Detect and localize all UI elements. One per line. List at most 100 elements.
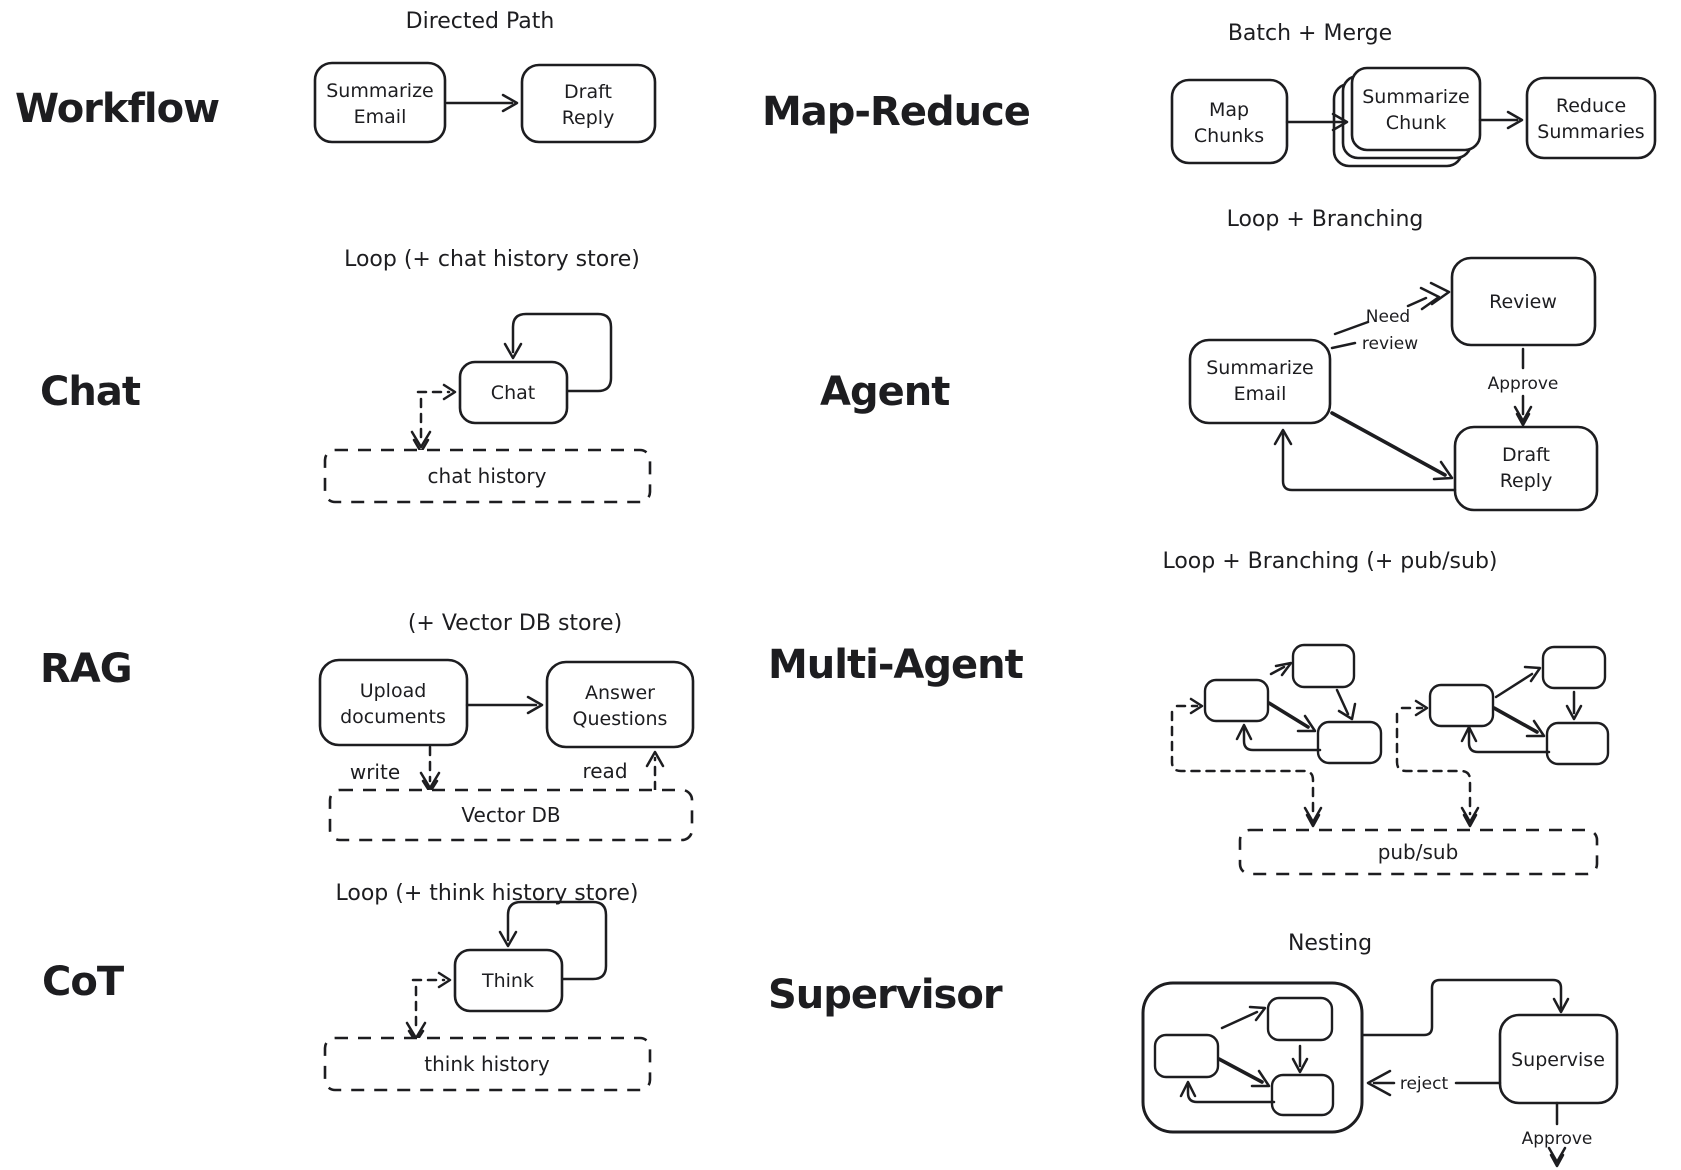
node-upload-documents-label: documents [340, 706, 446, 728]
arrowhead-icon [498, 930, 518, 948]
node-reduce-summaries [1525, 76, 1657, 160]
section-agent: Agent Loop + Branching Review Summarize … [820, 207, 1599, 512]
node-answer-questions-label: Questions [573, 708, 668, 730]
arrowhead-icon [1419, 286, 1441, 311]
section-workflow: Workflow Directed Path Summarize Email D… [15, 9, 657, 144]
edge-need-review [1406, 296, 1428, 308]
mini-loop-edge [1186, 1084, 1276, 1104]
arrowhead-icon [1515, 412, 1531, 427]
arrowhead-icon [1523, 665, 1542, 683]
mini-node [1316, 720, 1383, 765]
node-draft-reply-label: Reply [562, 107, 615, 129]
arrowhead-icon [1337, 702, 1357, 721]
arrowhead-icon [1179, 1080, 1197, 1098]
arrowhead-icon [1460, 806, 1480, 824]
mini-edge [1492, 706, 1539, 734]
node-summarize-email-label: Email [1234, 383, 1287, 405]
arrowhead-icon [503, 342, 523, 360]
workflow-pattern-title: Directed Path [406, 9, 555, 34]
node-summarize-chunk-label: Summarize [1362, 86, 1470, 108]
node-answer-questions-label: Answer [585, 682, 655, 704]
node-supervise-label: Supervise [1511, 1049, 1605, 1071]
node-upload-documents-label: Upload [360, 680, 427, 702]
arrowhead-icon [1273, 428, 1293, 446]
mini-node [1270, 1073, 1335, 1117]
arrowhead-icon [1565, 704, 1583, 721]
arrowhead-icon [437, 971, 452, 989]
edge-approve-label: Approve [1488, 374, 1559, 394]
section-cot: CoT Loop (+ think history store) Think t… [42, 881, 652, 1092]
arrowhead-icon [442, 383, 457, 401]
node-think-label: Think [481, 970, 534, 992]
mini-edge [1269, 665, 1286, 676]
node-draft-reply-label: Draft [564, 81, 612, 103]
edge-reject-label: reject [1400, 1074, 1449, 1094]
edge-chat-self-loop [511, 312, 613, 393]
arrowhead-icon [526, 695, 544, 715]
multi-agent-label: Multi-Agent [768, 642, 1024, 688]
arrowhead-icon [1525, 719, 1546, 738]
edge-need-review-label: Need [1366, 307, 1410, 327]
node-draft-reply [520, 63, 657, 144]
map-reduce-pattern-title: Batch + Merge [1228, 21, 1392, 46]
arrowhead-icon [501, 93, 519, 113]
arrowhead-icon [419, 771, 441, 790]
section-rag: RAG (+ Vector DB store) Upload documents… [40, 611, 695, 842]
node-draft-reply-label: Draft [1502, 444, 1550, 466]
store-chat-history-label: chat history [428, 464, 547, 488]
edge-container-to-supervise [1360, 978, 1563, 1037]
node-summarize-email-label: Summarize [1206, 357, 1314, 379]
edge-write-label: write [350, 760, 400, 784]
node-answer-questions [545, 660, 695, 749]
node-chat [458, 360, 569, 425]
node-review [1450, 256, 1597, 347]
arrowhead-icon [1274, 661, 1293, 677]
arrowhead-icon [1235, 723, 1253, 741]
mini-edge [1220, 1010, 1259, 1030]
store-pubsub-label: pub/sub [1378, 840, 1459, 864]
arrowhead-icon [1296, 714, 1317, 733]
node-chat-label: Chat [491, 382, 535, 404]
rag-pattern-title: (+ Vector DB store) [408, 611, 622, 636]
arrowhead-icon [1432, 460, 1454, 481]
agent-cluster-right [1395, 645, 1610, 828]
supervisor-pattern-title: Nesting [1288, 931, 1372, 956]
arrowhead-icon [1414, 699, 1429, 717]
node-reduce-summaries-label: Reduce [1556, 95, 1626, 117]
edge-to-pubsub [1395, 712, 1472, 816]
multi-agent-pattern-title: Loop + Branching (+ pub/sub) [1162, 549, 1497, 574]
node-map-chunks [1170, 78, 1289, 165]
node-summarize-chunk-label: Chunk [1386, 112, 1446, 134]
arrowhead-icon [1366, 1069, 1392, 1097]
arrowhead-icon [410, 430, 432, 449]
chat-pattern-title: Loop (+ chat history store) [344, 247, 640, 272]
edge-read-label: read [582, 759, 627, 783]
edge-need-review [1333, 320, 1370, 336]
mini-node [1203, 678, 1270, 723]
arrowhead-icon [1291, 1057, 1309, 1074]
rag-label: RAG [40, 646, 132, 692]
arrowhead-icon [1303, 806, 1323, 824]
arrowhead-icon [1549, 1153, 1565, 1168]
edge-to-pubsub [1170, 710, 1315, 816]
mini-edge [1494, 672, 1534, 699]
mini-node [1545, 721, 1610, 766]
store-vector-db-label: Vector DB [461, 803, 560, 827]
mini-node [1153, 1033, 1220, 1079]
store-think-history-label: think history [424, 1052, 550, 1076]
arrowhead-icon [1506, 110, 1524, 130]
mini-node [1291, 643, 1356, 689]
arrowhead-icon [1429, 281, 1451, 306]
arrowhead-icon [1305, 813, 1321, 828]
node-draft-reply-label: Reply [1500, 470, 1553, 492]
node-draft-reply [1453, 425, 1599, 512]
edge-approve-label: Approve [1522, 1129, 1593, 1149]
arrowhead-icon [1331, 112, 1349, 132]
section-map-reduce: Map-Reduce Batch + Merge Map Chunks Summ… [762, 21, 1657, 168]
mini-loop-edge [1467, 728, 1551, 754]
arrowhead-icon [1248, 1005, 1267, 1022]
workflow-label: Workflow [15, 86, 219, 132]
node-summarize-email [1188, 338, 1332, 425]
section-chat: Chat Loop (+ chat history store) Chat ch… [40, 247, 652, 504]
arrowhead-icon [1513, 405, 1533, 423]
